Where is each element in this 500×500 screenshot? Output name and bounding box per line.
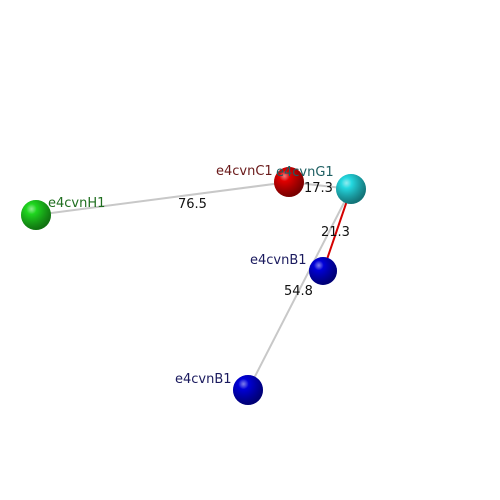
atom-label: e4cvnB1 xyxy=(175,372,232,387)
atom-label: e4cvnC1 xyxy=(216,164,273,179)
atom-shading xyxy=(274,167,304,197)
distance-label: 54.8 xyxy=(284,284,313,299)
atom-label: e4cvnH1 xyxy=(48,196,105,211)
atom-label: e4cvnG1 xyxy=(276,165,334,180)
atom-shading xyxy=(336,174,366,204)
atom-label: e4cvnB1 xyxy=(250,253,307,268)
distance-label: 21.3 xyxy=(321,225,350,240)
bond-g1-b1b xyxy=(247,188,352,391)
distance-label: 76.5 xyxy=(178,197,207,212)
atom-shading xyxy=(309,257,337,285)
atom-shading xyxy=(233,375,263,405)
bond-h1-c1 xyxy=(35,181,290,216)
atom-shading xyxy=(21,200,51,230)
distance-label: 17.3 xyxy=(304,181,333,196)
